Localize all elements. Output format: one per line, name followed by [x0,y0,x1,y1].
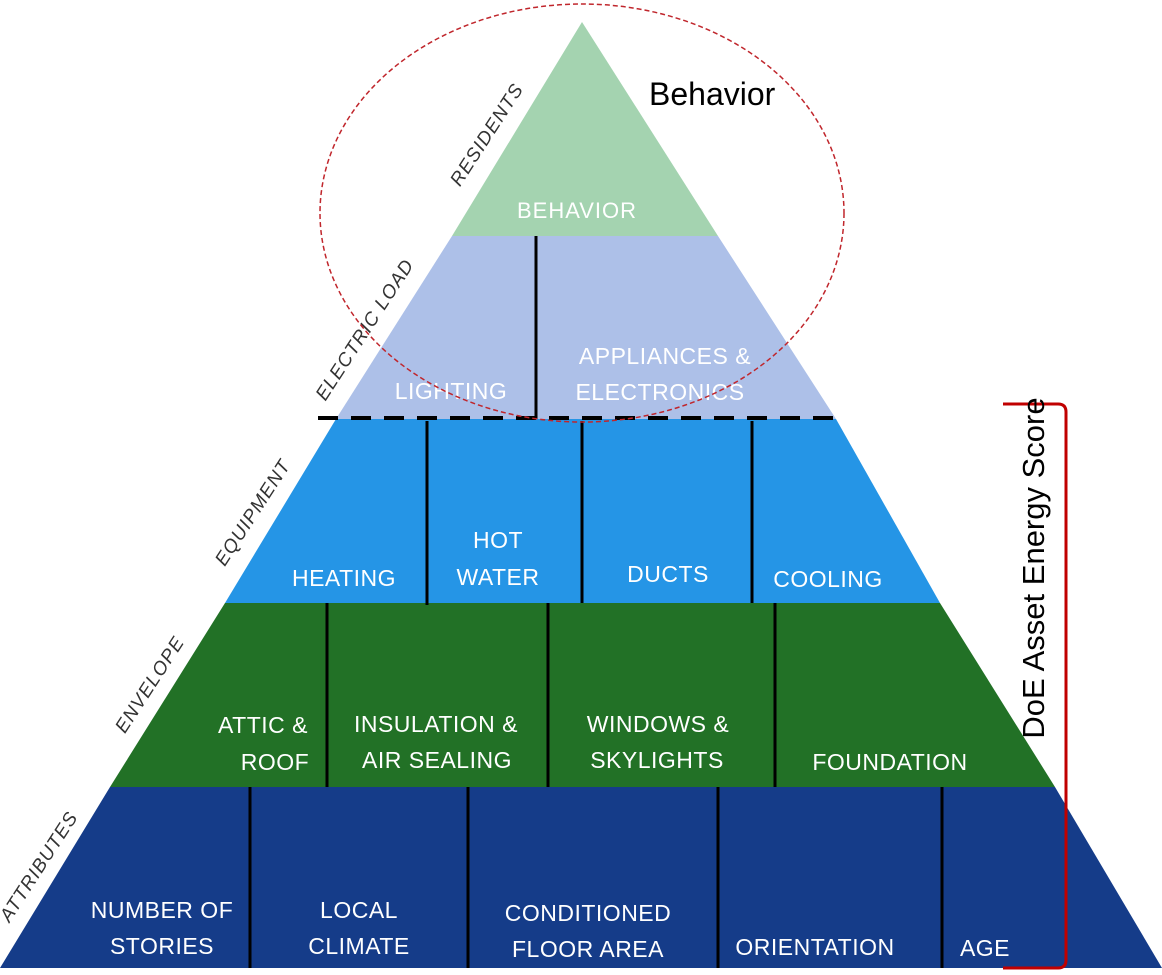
cell-attic-roof: ATTIC &ROOF [218,712,309,775]
asset-score-bracket [1003,402,1068,970]
cell-heating: HEATING [292,565,396,591]
cell-behavior: BEHAVIOR [517,198,637,223]
electric-load-band [336,236,836,419]
envelope-band [110,603,1055,787]
attributes-band [0,787,1162,968]
residents-band [452,22,718,236]
cell-dividers [248,236,944,968]
doe-asset-energy-score-label: DoE Asset Energy Score [1016,397,1051,738]
cell-insulation-air-sealing: INSULATION &AIR SEALING [354,711,518,773]
cell-foundation: FOUNDATION [812,749,967,775]
cell-age: AGE [960,935,1010,961]
cell-orientation: ORIENTATION [735,934,894,960]
cell-windows-skylights: WINDOWS &SKYLIGHTS [587,711,730,773]
behavior-callout-label: Behavior [649,76,776,112]
behavior-highlight-ellipse [319,3,845,423]
cell-ducts: DUCTS [627,561,709,587]
cell-lighting: LIGHTING [395,378,508,404]
cell-cooling: COOLING [773,566,883,592]
